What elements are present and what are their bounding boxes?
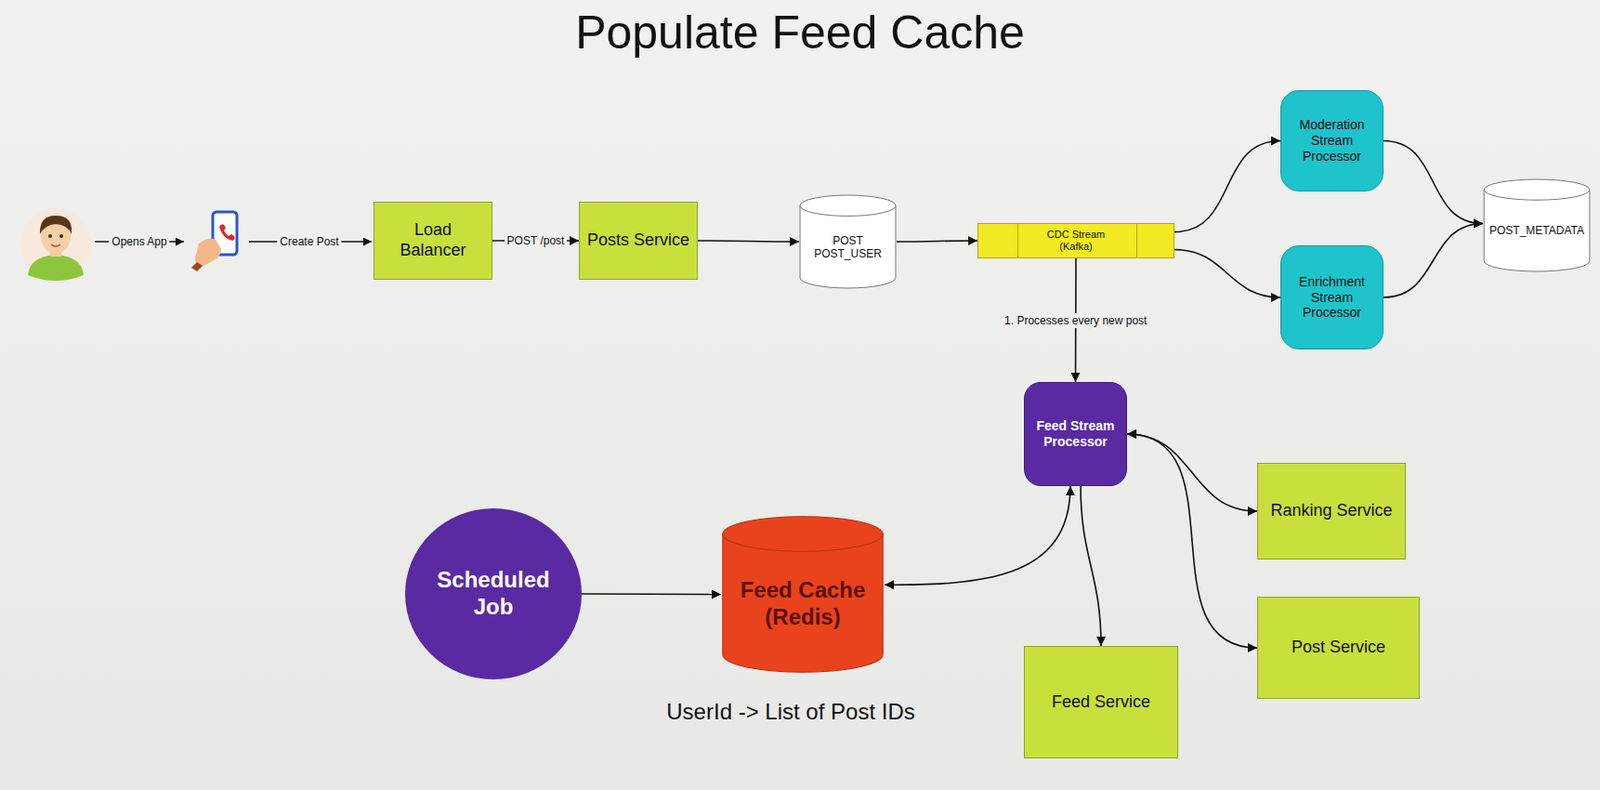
note-label: Opens App — [108, 234, 170, 250]
node-text: POST_USER — [813, 247, 882, 261]
processor-box: Moderation Stream Processor — [1280, 90, 1384, 192]
bar-divider — [1136, 223, 1138, 258]
node-text: Post Service — [1291, 637, 1386, 658]
node-text: Enrichment Stream Processor — [1287, 274, 1377, 321]
node-text: Ranking Service — [1270, 500, 1392, 522]
process-box: Posts Service — [578, 201, 698, 280]
connector — [1080, 485, 1102, 646]
processor-box: Enrichment Stream Processor — [1280, 245, 1384, 350]
person-icon — [20, 208, 92, 281]
connector — [1174, 249, 1281, 299]
service-box: Post Service — [1257, 596, 1420, 699]
bar-divider — [1017, 223, 1019, 258]
process-box: Load Balancer — [373, 201, 493, 280]
connector — [1383, 141, 1483, 224]
connector — [1127, 433, 1258, 648]
note-label: Create Post — [276, 234, 341, 250]
connector — [581, 592, 722, 595]
edge-label: 1. Processes every new post — [1001, 313, 1150, 328]
cache-cylinder: Feed Cache (Redis) — [721, 514, 885, 674]
connector — [896, 240, 978, 242]
service-box: Feed Service — [1023, 645, 1179, 759]
connector — [884, 485, 1071, 585]
node-text: CDC Stream (Kafka) — [1034, 228, 1118, 253]
job-circle: Scheduled Job — [405, 508, 582, 680]
edge-label: POST /post — [504, 233, 568, 249]
note-label: UserId -> List of Post IDs — [663, 697, 918, 726]
node-text: Moderation Stream Processor — [1287, 117, 1377, 164]
phone-icon — [191, 211, 237, 272]
node-text: Feed Cache (Redis) — [733, 577, 873, 631]
node-text: Posts Service — [587, 230, 690, 251]
node-text: POST_METADATA — [1489, 223, 1585, 237]
database-cylinder: POSTPOST_USER — [799, 194, 897, 289]
node-text: POST — [832, 234, 864, 248]
node-text: Feed Service — [1051, 692, 1151, 713]
connector — [1383, 222, 1483, 298]
node-text: Load Balancer — [380, 220, 486, 261]
database-cylinder: POST_METADATA — [1482, 178, 1591, 273]
connector — [1174, 141, 1281, 233]
connector — [1127, 433, 1258, 512]
connector — [697, 240, 800, 242]
service-box: Ranking Service — [1257, 462, 1406, 560]
node-text: Feed Stream Processor — [1030, 418, 1121, 450]
title: Populate Feed Cache — [0, 5, 1600, 60]
processor-box: Feed Stream Processor — [1023, 381, 1128, 486]
node-text: Scheduled Job — [428, 566, 559, 621]
stream-bar: CDC Stream (Kafka) — [977, 222, 1175, 259]
